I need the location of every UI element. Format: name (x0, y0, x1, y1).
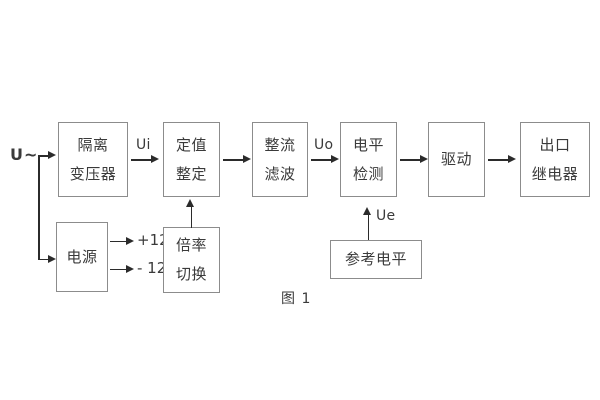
reference-to-level-line (367, 214, 369, 240)
level-to-drive-line (400, 159, 422, 161)
block-power-supply-line1: 电源 (66, 247, 98, 266)
arrow-into-setting-from-ratio-icon (186, 199, 194, 207)
transformer-to-setting-line (131, 159, 153, 161)
block-level-detect-line1: 电平 (352, 135, 384, 154)
block-rectify-filter[interactable]: 整流 滤波 (252, 122, 308, 197)
setting-to-rectify-line (223, 159, 245, 161)
block-level-detect-line2: 检测 (352, 164, 384, 183)
arrow-into-level-from-reference-icon (363, 207, 371, 215)
drive-to-relay-line (488, 159, 510, 161)
block-power-supply[interactable]: 电源 (56, 222, 108, 292)
block-level-detect[interactable]: 电平 检测 (340, 122, 397, 197)
rectify-to-level-line (311, 159, 333, 161)
block-rectify-filter-line2: 滤波 (264, 164, 296, 183)
rail-negative-line (110, 268, 128, 270)
block-drive-line1: 驱动 (440, 150, 472, 168)
block-drive[interactable]: 驱动 (428, 122, 485, 197)
arrow-into-setting-icon (151, 155, 159, 163)
block-ratio-switch[interactable]: 倍率 切换 (163, 227, 220, 293)
arrow-into-rectify-icon (243, 155, 251, 163)
block-reference-level-line1: 参考电平 (344, 250, 407, 268)
branch-to-power-line (38, 258, 50, 260)
signal-ue-label: Ue (376, 208, 396, 224)
block-ratio-switch-line1: 倍率 (175, 236, 207, 254)
block-setting-adjust[interactable]: 定值 整定 (163, 122, 220, 197)
arrow-rail-negative-icon (126, 264, 134, 273)
block-ratio-switch-line2: 切换 (175, 265, 207, 283)
rail-positive-line (110, 240, 128, 242)
block-output-relay-line2: 继电器 (531, 164, 579, 183)
block-rectify-filter-line1: 整流 (264, 135, 296, 154)
arrow-into-drive-icon (420, 155, 428, 163)
branch-to-transformer-line (38, 155, 50, 157)
block-reference-level[interactable]: 参考电平 (330, 240, 422, 279)
signal-ui-label: Ui (136, 137, 151, 153)
block-isolation-transformer-line2: 变压器 (69, 164, 117, 183)
arrow-into-power-icon (48, 254, 56, 263)
arrow-rail-positive-icon (126, 236, 134, 245)
input-bus-vertical-line (38, 155, 40, 260)
arrow-into-level-icon (331, 155, 339, 163)
arrow-into-relay-icon (508, 155, 516, 163)
block-setting-adjust-line2: 整定 (175, 164, 207, 183)
arrow-into-transformer-icon (48, 151, 56, 159)
block-setting-adjust-line1: 定值 (175, 135, 207, 154)
signal-uo-label: Uo (314, 137, 334, 153)
block-output-relay-line1: 出口 (539, 135, 571, 154)
ratio-to-setting-line (190, 206, 192, 228)
block-isolation-transformer-line1: 隔离 (77, 135, 109, 154)
input-source-label: U~ (10, 145, 39, 164)
block-isolation-transformer[interactable]: 隔离 变压器 (58, 122, 128, 197)
figure-caption: 图 1 (281, 291, 312, 307)
block-output-relay[interactable]: 出口 继电器 (520, 122, 590, 197)
